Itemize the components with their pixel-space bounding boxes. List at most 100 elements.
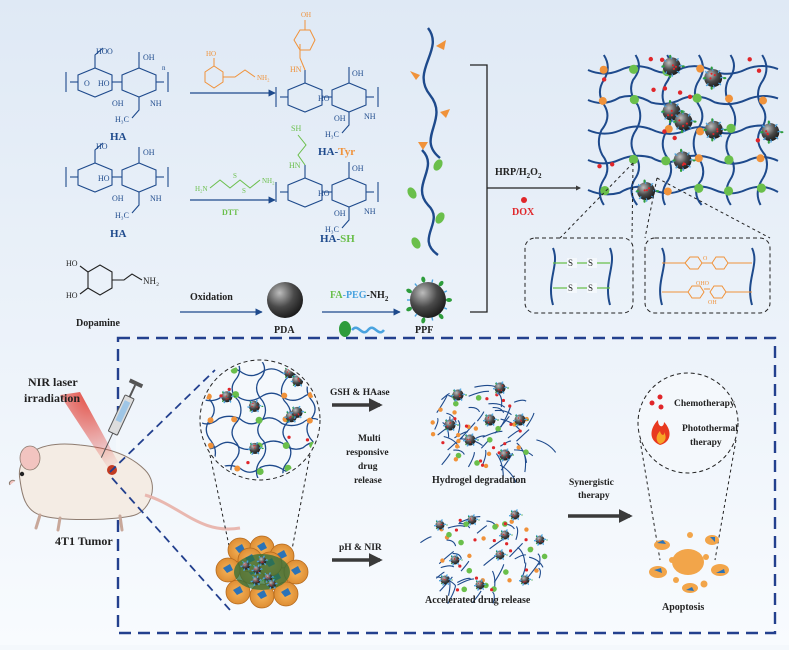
zoom-line-lower [111, 477, 231, 611]
ha-ring-label: HO [98, 79, 110, 88]
svg-text:NH: NH [364, 207, 376, 216]
ha-structure-2 [65, 142, 169, 214]
ha-tyr-label: HA-Tyr [318, 146, 355, 158]
sh-chain-markers [407, 159, 445, 249]
svg-text:S: S [568, 283, 573, 293]
svg-text:OH: OH [143, 148, 155, 157]
svg-text:OH: OH [708, 300, 717, 306]
svg-text:Synergistic: Synergistic [569, 478, 614, 488]
dopamine-structure [79, 264, 143, 296]
ha2-h3c: H₃C [115, 211, 129, 220]
svg-text:O: O [84, 79, 90, 88]
svg-text:DOX: DOX [512, 207, 535, 218]
disulfide-crosslink-icon: S S S S [524, 237, 634, 314]
svg-text:OH: OH [112, 194, 124, 203]
hatyr-h3c: H₃C [325, 130, 339, 139]
svg-text:S: S [568, 258, 573, 268]
svg-text:OH: OH [352, 69, 364, 78]
svg-text:HN: HN [290, 65, 302, 74]
hash-h3c: H₃C [325, 225, 339, 234]
peg-icon [339, 321, 385, 337]
svg-text:OH: OH [112, 99, 124, 108]
svg-text:HO: HO [66, 291, 78, 300]
sh-side-chain [297, 134, 307, 166]
zoom-line-upper [109, 369, 216, 473]
hrp-h2o2-label: HRP/H2O2 [495, 167, 542, 180]
svg-text:Apoptosis: Apoptosis [662, 602, 704, 613]
svg-text:therapy: therapy [690, 438, 722, 448]
svg-text:Oxidation: Oxidation [190, 292, 233, 303]
ha-sh-synthesis-row: HO HO OH NH H₃C OH HA H₂N S S NH₂ DTT SH… [65, 124, 445, 256]
svg-text:NIR laser: NIR laser [28, 375, 78, 389]
tumor-cells-icon [215, 535, 309, 609]
svg-text:NH: NH [150, 99, 162, 108]
syringe-icon [100, 378, 144, 458]
hatyr-ring-label: HO [318, 94, 330, 103]
tyramine-nh2: NH₂ [257, 74, 270, 82]
mouse-icon [9, 443, 241, 532]
svg-text:Multi: Multi [358, 434, 381, 444]
flame-icon [651, 420, 670, 445]
ha-sh-label: HA-SH [320, 233, 355, 245]
ha-cooh-label: HO [96, 47, 108, 56]
svg-text:DTT: DTT [222, 208, 239, 217]
ha-structure-1 [65, 47, 169, 119]
fa-peg-nh2-label: FA-PEG-NH2 [330, 290, 389, 303]
therapy-zoom-circle [637, 372, 739, 474]
svg-text:Photothermal: Photothermal [682, 424, 738, 434]
svg-text:PDA: PDA [274, 325, 295, 336]
svg-text:HO: HO [66, 259, 78, 268]
svg-text:HA: HA [110, 131, 127, 143]
svg-text:S: S [588, 283, 593, 293]
tyr-chain-icon [422, 27, 441, 159]
tyr-side-chain [293, 20, 316, 71]
svg-text:drug: drug [358, 462, 378, 472]
ppf-nanoparticle-icon [406, 276, 452, 324]
svg-text:HO: HO [206, 50, 216, 58]
svg-text:S: S [588, 258, 593, 268]
svg-text:Accelerated drug release: Accelerated drug release [425, 595, 531, 606]
svg-text:NH: NH [150, 194, 162, 203]
pda-sphere-icon [267, 282, 303, 318]
ha-h3c-label: H₃C [115, 115, 129, 124]
ppf-synthesis-row: HO HO NH₂ Dopamine Oxidation PDA FA-PEG-… [66, 259, 452, 337]
svg-text:therapy: therapy [578, 491, 610, 501]
svg-text:OH: OH [301, 11, 311, 19]
svg-text:HA: HA [110, 228, 127, 240]
cystamine-chain [209, 179, 261, 189]
sh-chain-icon [420, 149, 439, 256]
cystamine-h2n: H₂N [195, 185, 208, 193]
svg-text:Chemotherapy: Chemotherapy [674, 399, 735, 409]
hash-ring: HO [318, 189, 330, 198]
ha-n-sub: n [162, 64, 166, 72]
cystamine-nh2: NH₂ [262, 177, 275, 185]
svg-text:responsive: responsive [346, 448, 389, 458]
laser-beam-icon [60, 392, 118, 468]
hydrogel-degradation-icon [430, 381, 557, 483]
tyramine-reagent [204, 58, 256, 89]
svg-text:NH: NH [364, 112, 376, 121]
tyr-chain-markers [410, 40, 450, 150]
tyramine-crosslink-icon: O OHO OH [644, 237, 771, 314]
svg-text:OH: OH [352, 164, 364, 173]
ha-tyr-structure [275, 67, 379, 134]
svg-text:SH: SH [291, 124, 301, 133]
svg-text:Dopamine: Dopamine [76, 318, 120, 329]
svg-text:release: release [354, 476, 382, 486]
ha-sh-structure [275, 162, 379, 229]
svg-text:S: S [242, 187, 246, 195]
zoom-guides [559, 162, 771, 239]
svg-text:Hydrogel degradation: Hydrogel degradation [432, 475, 526, 486]
svg-text:pH & NIR: pH & NIR [339, 543, 382, 553]
svg-text:OH: OH [143, 53, 155, 62]
svg-text:irradiation: irradiation [24, 391, 80, 405]
dopamine-nh2: NH₂ [143, 276, 159, 286]
svg-text:HN: HN [289, 161, 301, 170]
apoptosis-cells-icon [649, 532, 729, 593]
ha-tyr-synthesis-row: HO O HO O OH NH H₃C OH n HA HO NH₂ [65, 11, 450, 159]
hydrogel-network-icon [587, 54, 784, 206]
svg-text:O: O [703, 256, 708, 262]
dox-dot [521, 197, 527, 203]
